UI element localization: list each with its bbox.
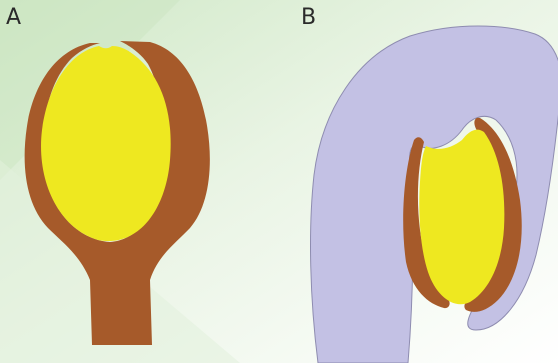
ovule-a	[25, 41, 210, 345]
nucellus-a	[41, 46, 171, 241]
ovule-b	[311, 26, 558, 363]
